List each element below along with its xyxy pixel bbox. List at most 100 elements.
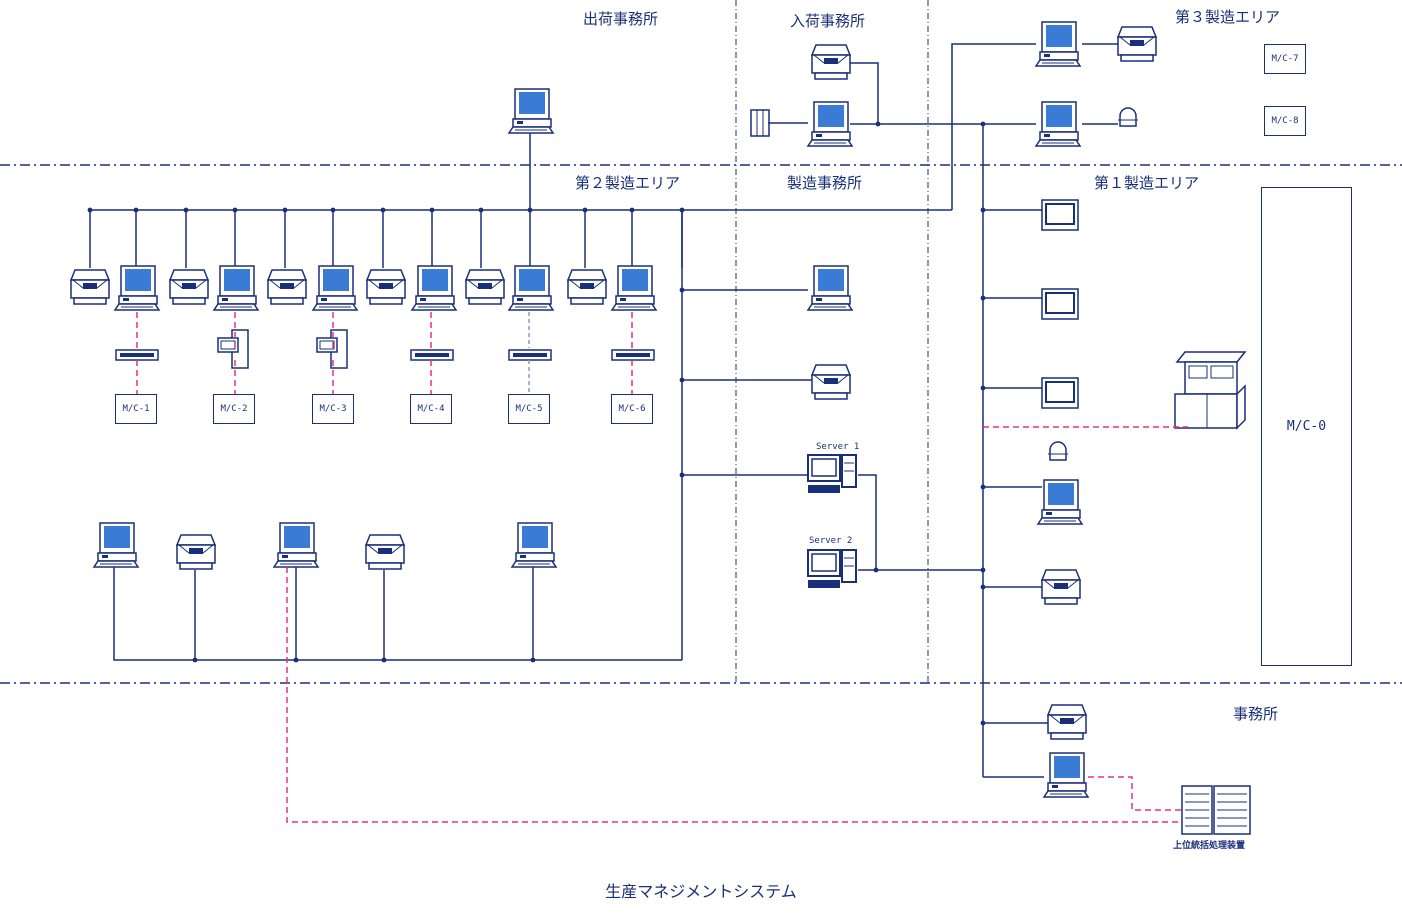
junction-dot [629, 207, 635, 213]
machine-mc0: M/C-0 [1261, 187, 1352, 666]
plc-unit-icon-4 [410, 349, 454, 361]
printer-icon-line7 [365, 269, 407, 305]
workstation-icon-shipping [507, 88, 555, 134]
serial-link [286, 567, 1182, 823]
workstation-icon-line12 [610, 265, 658, 311]
workstation-icon-receiving [806, 101, 854, 147]
printer-icon-receiving [810, 44, 852, 80]
alarm-light-icon-area3 [1118, 107, 1138, 127]
junction-dot [282, 207, 288, 213]
junction-dot [87, 207, 93, 213]
area-label-area1: 第１製造エリア [1094, 174, 1200, 192]
printer-icon-area3 [1116, 26, 1158, 62]
machine-mc2: M/C-2 [213, 394, 255, 424]
area-label-shipping-office: 出荷事務所 [583, 10, 659, 28]
host-label: 上位統括処理装置 [1173, 841, 1246, 851]
terminal-cabinet-icon-3 [316, 329, 348, 369]
terminal-cabinet-icon-2 [217, 329, 249, 369]
plc-unit-icon-5 [508, 349, 552, 361]
server-icon-2 [807, 549, 857, 588]
area-label-office: 事務所 [1233, 705, 1279, 723]
monitor-icon-1 [1041, 199, 1079, 231]
junction-dot [873, 567, 879, 573]
junction-dot [980, 584, 986, 590]
alarm-light-icon-area1 [1048, 441, 1068, 461]
monitor-icon-2 [1041, 288, 1079, 320]
diagram-caption: 生産マネジメントシステム [605, 882, 797, 901]
workstation-icon-line6 [311, 265, 359, 311]
workstation-icon-lower3 [272, 522, 320, 568]
junction-dot [293, 657, 299, 663]
printer-icon-area1 [1040, 569, 1082, 605]
junction-dot [330, 207, 336, 213]
workstation-icon-mfg-office [806, 265, 854, 311]
network-bus [113, 567, 682, 661]
junction-dot [192, 657, 198, 663]
workstation-icon-area3 [1034, 21, 1082, 67]
machine-mc8: M/C-8 [1264, 106, 1306, 136]
machine-mc7: M/C-7 [1264, 44, 1306, 74]
area-label-area3: 第３製造エリア [1175, 8, 1281, 26]
junction-dot [679, 287, 685, 293]
server1-label: Server 1 [816, 442, 860, 452]
junction-dot [530, 657, 536, 663]
junction-dot [980, 567, 986, 573]
plc-unit-icon-6 [611, 349, 655, 361]
junction-dot [381, 657, 387, 663]
printer-icon-line1 [69, 269, 111, 305]
junction-dot [232, 207, 238, 213]
server-icon-1 [807, 454, 857, 493]
workstation-icon-lower1 [92, 522, 140, 568]
serial-link [1088, 776, 1182, 811]
junction-dot [380, 207, 386, 213]
printer-icon-line9 [464, 269, 506, 305]
machine-mc6: M/C-6 [611, 394, 653, 424]
junction-dot [478, 207, 484, 213]
workstation-icon-line2 [113, 265, 161, 311]
network-link [858, 474, 877, 571]
workstation-icon-line10 [507, 265, 555, 311]
junction-dot [527, 207, 533, 213]
workstation-icon-area1 [1036, 479, 1084, 525]
junction-dot [679, 472, 685, 478]
junction-dot [980, 207, 986, 213]
plc-unit-icon-1 [115, 349, 159, 361]
network-link [850, 62, 879, 124]
workstation-icon-line8 [410, 265, 458, 311]
printer-icon-line3 [168, 269, 210, 305]
junction-dot [980, 385, 986, 391]
workstation-icon-line4 [212, 265, 260, 311]
workstation-icon-lower5 [510, 522, 558, 568]
server2-label: Server 2 [809, 536, 853, 546]
printer-icon-office [1046, 704, 1088, 740]
junction-dot [429, 207, 435, 213]
printer-icon-lower2 [175, 534, 217, 570]
rack-icon-receiving [750, 109, 770, 137]
junction-dot [183, 207, 189, 213]
machine-mc5: M/C-5 [508, 394, 550, 424]
monitor-icon-3 [1041, 377, 1079, 409]
machine-mc4: M/C-4 [410, 394, 452, 424]
workstation-icon-area3b [1034, 101, 1082, 147]
machine-mc3: M/C-3 [312, 394, 354, 424]
area-label-receiving-office: 入荷事務所 [790, 12, 866, 30]
area-label-area2: 第２製造エリア [575, 174, 681, 192]
printer-icon-lower4 [364, 534, 406, 570]
area-label-mfg-office: 製造事務所 [787, 174, 863, 192]
junction-dot [980, 484, 986, 490]
printer-icon-line11 [566, 269, 608, 305]
control-console-icon [1174, 351, 1247, 430]
junction-dot [980, 720, 986, 726]
junction-dot [133, 207, 139, 213]
machine-mc1: M/C-1 [115, 394, 157, 424]
printer-icon-line5 [266, 269, 308, 305]
printer-icon-mfg-office [810, 364, 852, 400]
junction-dot [875, 121, 881, 127]
junction-dot [980, 295, 986, 301]
workstation-icon-office [1042, 752, 1090, 798]
network-link [951, 43, 1036, 210]
host-computer-icon [1181, 785, 1251, 835]
junction-dot [679, 377, 685, 383]
